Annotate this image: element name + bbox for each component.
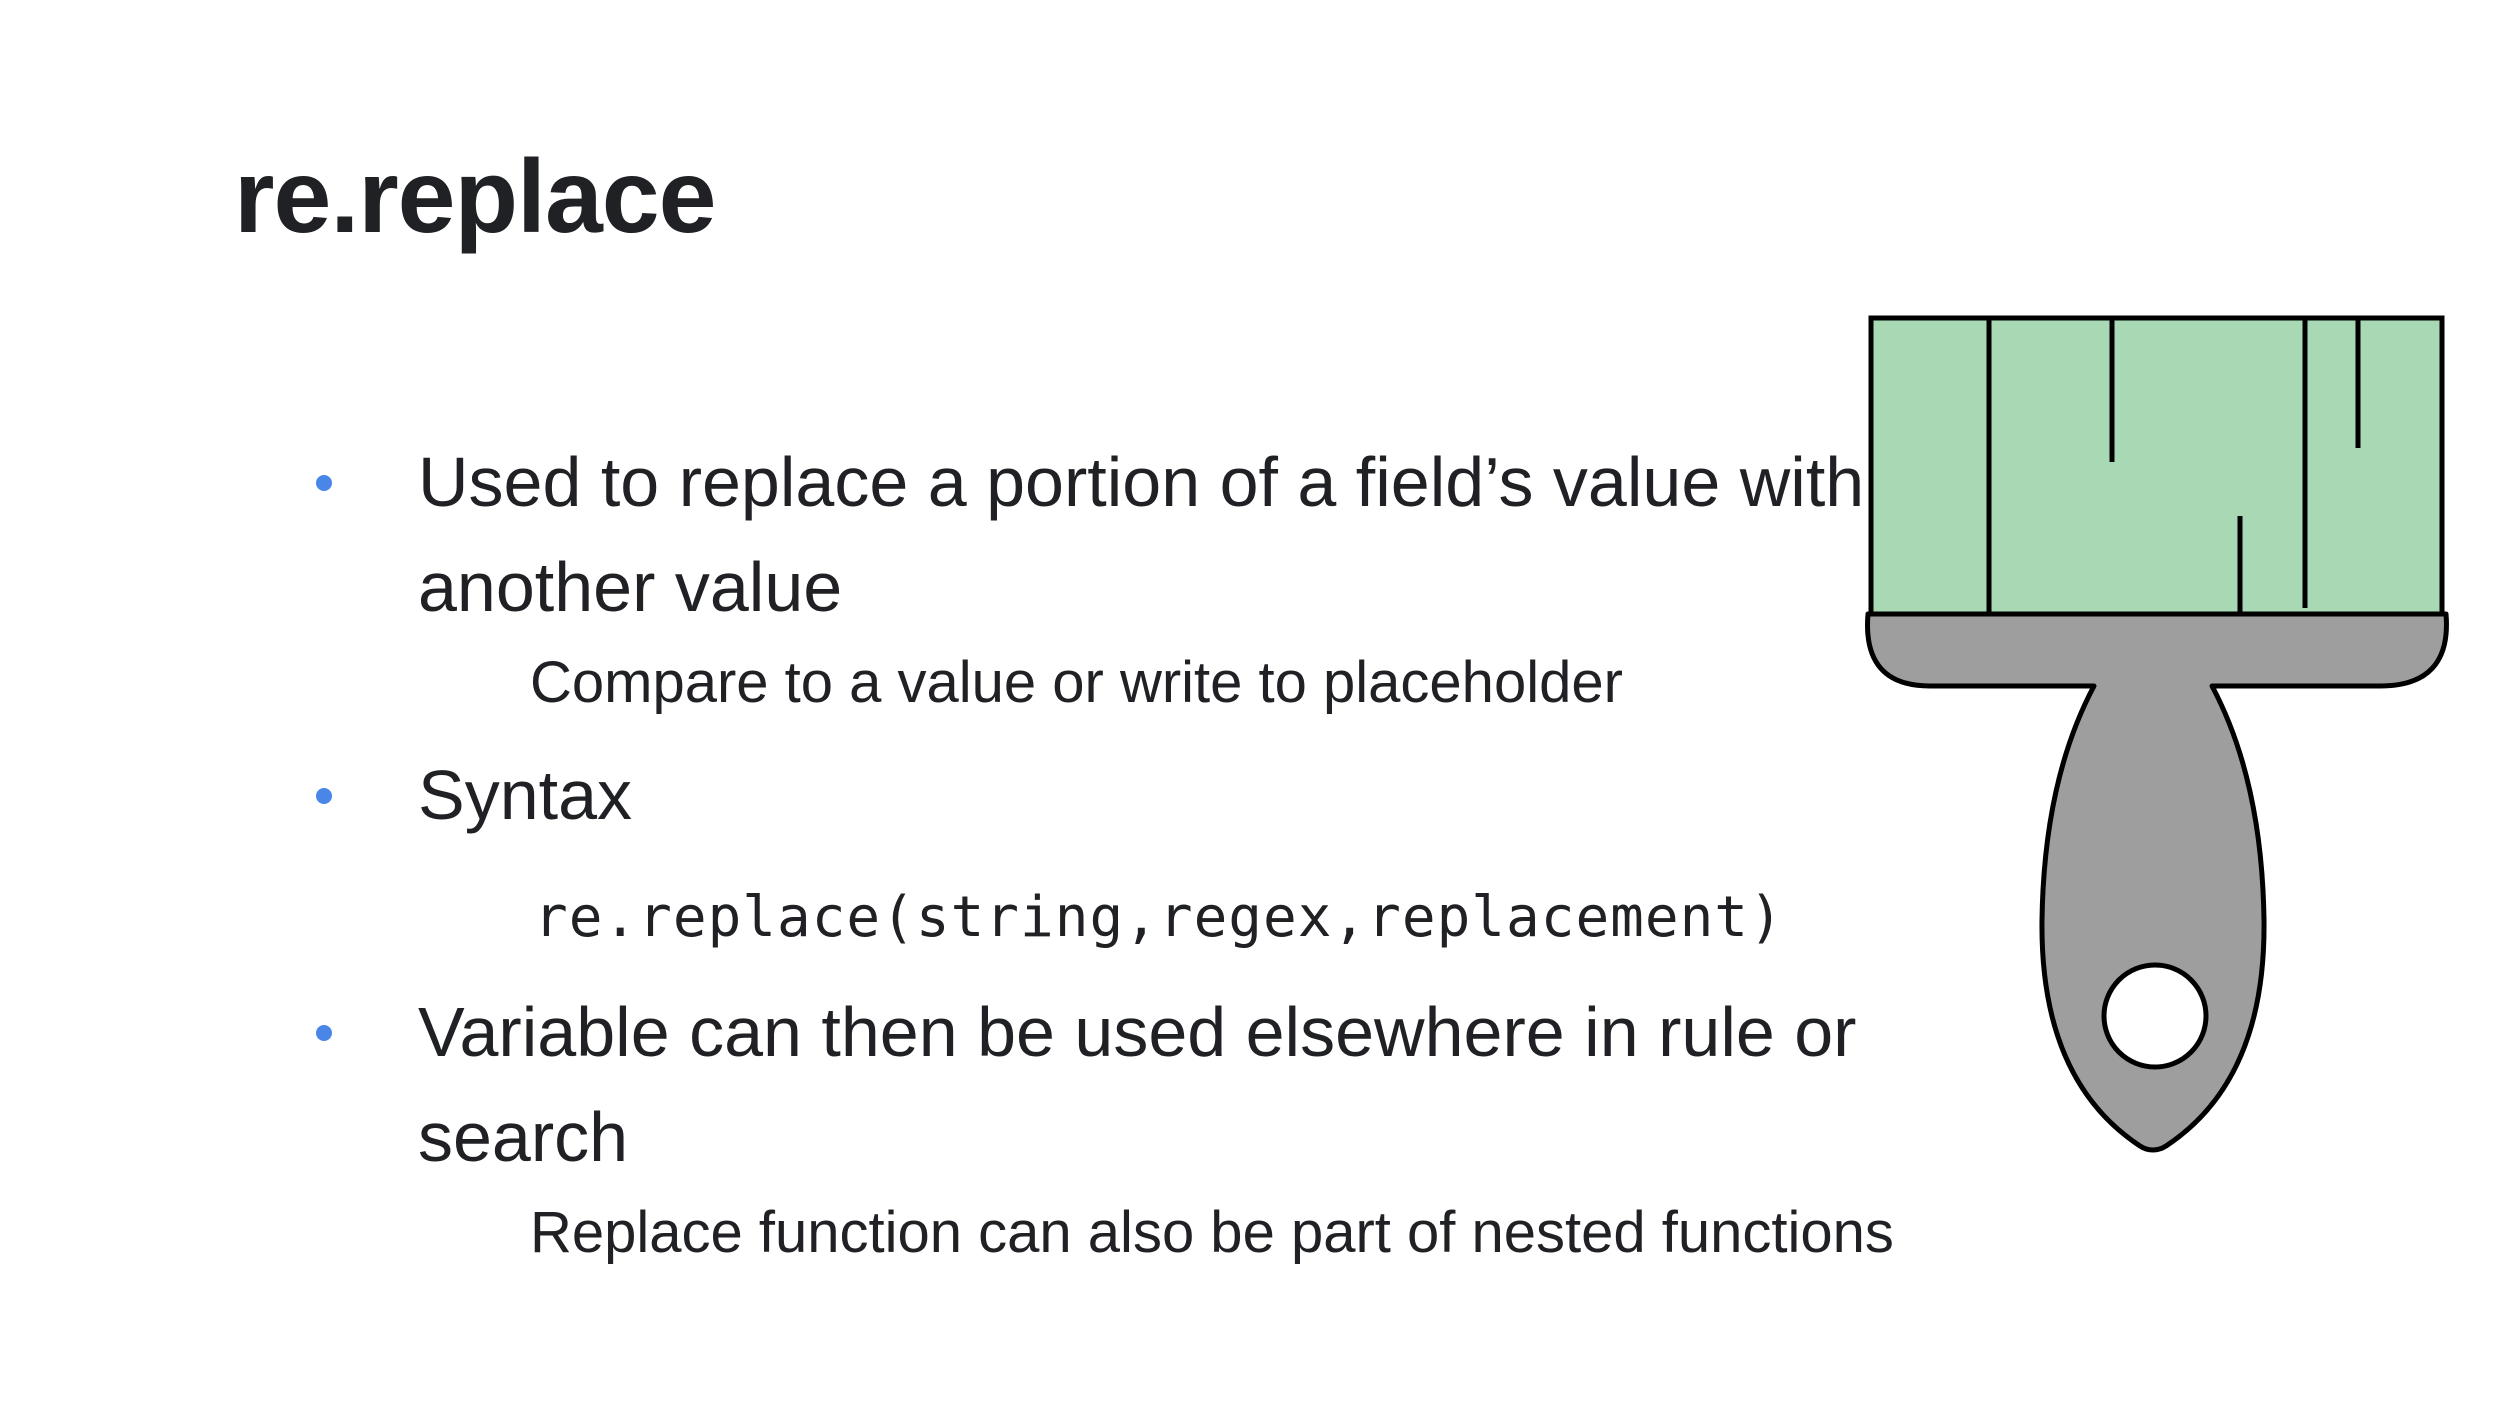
sub-bullet-text: Replace function can also be part of nes… (530, 1200, 1894, 1265)
bullet-item: Variable can then be used elsewhere in r… (316, 980, 1938, 1190)
bullet-item: Syntax (316, 743, 1938, 848)
brush-handle (1865, 611, 2449, 1153)
bullet-text: Variable can then be used elsewhere in r… (418, 993, 1857, 1176)
bullet-dot-icon (316, 475, 332, 491)
paintbrush-icon (1865, 315, 2449, 1153)
brush-bristles (1868, 315, 2445, 617)
bullet-text: Used to replace a portion of a field’s v… (418, 443, 1865, 626)
syntax-code: re.replace(string,regex,replacement) (534, 885, 1784, 950)
brush-hole (2101, 962, 2209, 1070)
bristle-lines (1986, 318, 2361, 614)
slide-title: re.replace (234, 139, 716, 255)
bullet-dot-icon (316, 1025, 332, 1041)
bullet-dot-icon (316, 788, 332, 804)
sub-bullet-text: Compare to a value or write to placehold… (530, 650, 1623, 715)
bullet-item: Used to replace a portion of a field’s v… (316, 430, 1938, 640)
bullet-text: Syntax (418, 756, 632, 834)
